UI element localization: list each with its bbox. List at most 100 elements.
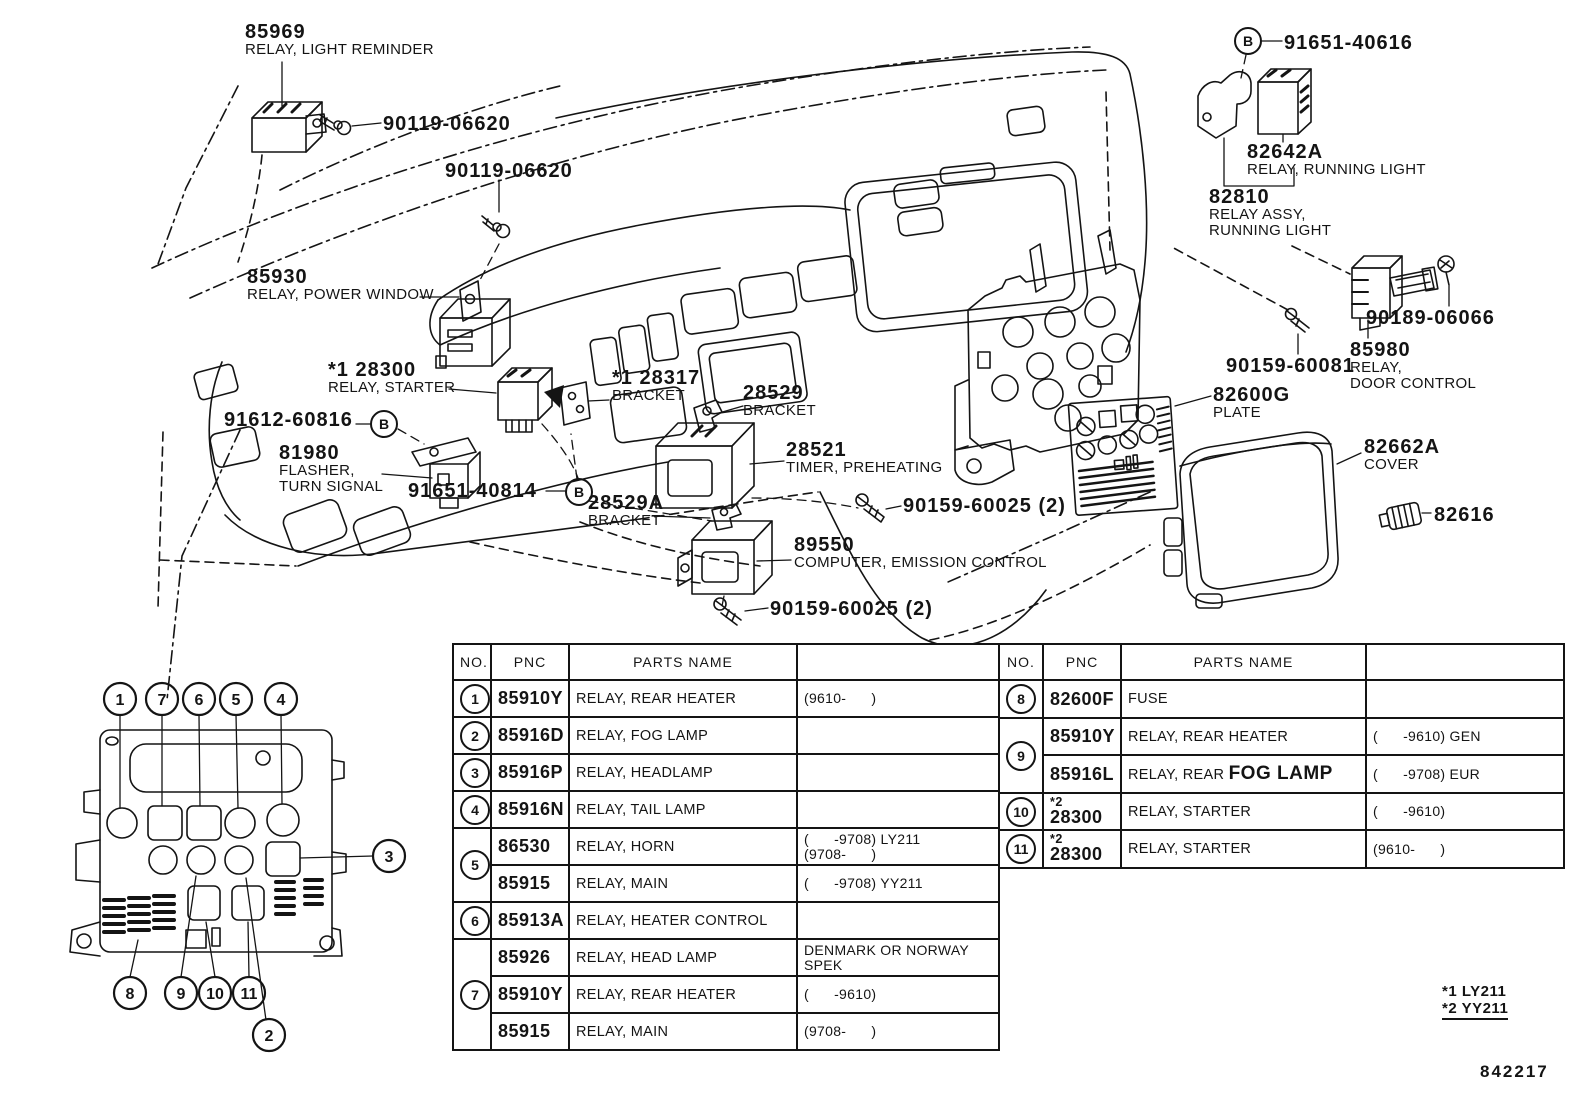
row-number-badge: 11 — [1006, 834, 1036, 864]
center-vents — [893, 179, 944, 237]
part-desc: RELAY, STARTER — [328, 379, 456, 396]
callout-90159-b: 90159-60025 (2) — [770, 598, 933, 620]
parts-table-left: NO. PNC PARTS NAME 1 85910Y RELAY, REAR … — [452, 643, 1000, 1051]
col-header-name: PARTS NAME — [568, 643, 798, 681]
fuse-callout-7: 7 — [158, 692, 167, 709]
remark-cell: ( -9610) — [796, 975, 1000, 1014]
fuse-callout-10: 10 — [206, 986, 224, 1003]
pnc-cell: 85916D — [490, 716, 570, 755]
col-header-remark — [1365, 643, 1565, 681]
pnc-cell: 85915 — [490, 864, 570, 903]
relay-28300 — [497, 367, 579, 479]
table-row: 7 85926 RELAY, HEAD LAMP DENMARK OR NORW… — [452, 938, 1000, 1051]
name-cell: RELAY, REAR FOG LAMP — [1120, 754, 1367, 794]
cover-82662a — [1163, 431, 1339, 609]
part-desc: TIMER, PREHEATING — [786, 459, 943, 476]
part-number: 28521 — [786, 439, 847, 461]
table-row: 2 85916D RELAY, FOG LAMP — [452, 716, 1000, 755]
callout-82600g: 82600G PLATE — [1213, 385, 1290, 421]
fuse-callout-3: 3 — [385, 849, 394, 866]
fuse-callout-6: 6 — [195, 692, 204, 709]
parts-table-right: NO. PNC PARTS NAME 8 82600F FUSE 9 85910… — [998, 643, 1565, 869]
part-number: 82662A — [1364, 436, 1441, 458]
pnc-cell: 85910Y — [490, 975, 570, 1014]
part-desc: COVER — [1364, 456, 1419, 473]
pnc-cell: 85926 — [490, 938, 570, 977]
callout-90159-c: 90159-60081 — [1226, 355, 1355, 377]
part-desc: RELAY, DOOR CONTROL — [1350, 359, 1477, 392]
pnc-cell: 85910Y — [1042, 717, 1122, 756]
part-desc: BRACKET — [612, 387, 685, 404]
relay-85980 — [1169, 245, 1439, 331]
callout-85930: 85930 RELAY, POWER WINDOW — [247, 267, 434, 303]
pnc-cell: 85916L — [1042, 754, 1122, 794]
name-cell: RELAY, MAIN — [568, 864, 798, 903]
remark-cell: ( -9708) YY211 — [796, 864, 1000, 903]
name-cell: RELAY, STARTER — [1120, 792, 1367, 831]
name-cell: RELAY, REAR HEATER — [568, 975, 798, 1014]
row-number-badge: 6 — [460, 905, 489, 936]
table-row: 4 85916N RELAY, TAIL LAMP — [452, 790, 1000, 829]
bracket-28317 — [544, 381, 591, 426]
page-code: 842217 — [1480, 1062, 1549, 1081]
row-number-badge: 4 — [460, 794, 489, 825]
fuse-callout-5: 5 — [232, 692, 241, 709]
callout-82642a: 82642A RELAY, RUNNING LIGHT — [1247, 142, 1426, 178]
screw-90189 — [1437, 255, 1455, 286]
remark-cell — [796, 753, 1000, 792]
junction-block — [947, 229, 1151, 583]
callout-90189: 90189-06066 — [1366, 307, 1495, 329]
name-cell: RELAY, FOG LAMP — [568, 716, 798, 755]
callout-91651-40616: 91651-40616 — [1284, 32, 1413, 54]
fuse-callout-1: 1 — [116, 692, 125, 709]
table-row: 6 85913A RELAY, HEATER CONTROL — [452, 901, 1000, 940]
flasher-81980 — [411, 437, 481, 509]
screw-90159-b — [713, 597, 742, 626]
remark-cell: (9610- ) — [1365, 829, 1565, 869]
row-number-badge: 9 — [1006, 740, 1036, 771]
pnc-cell: 86530 — [490, 827, 570, 866]
callout-28300: *1 28300 RELAY, STARTER — [328, 360, 455, 396]
table-row: 5 86530 RELAY, HORN ( -9708) LY211 (9708… — [452, 827, 1000, 903]
remark-cell — [796, 790, 1000, 829]
callout-91612: 91612-60816 — [224, 409, 353, 431]
fusebox-detail — [69, 681, 407, 1053]
table-row: 85915 RELAY, MAIN (9708- ) — [453, 1012, 1000, 1051]
name-cell: RELAY, HORN — [568, 827, 798, 866]
screw-90159-a — [855, 493, 885, 523]
fuse-callout-2: 2 — [265, 1028, 274, 1045]
callout-90119-b: 90119-06620 — [445, 160, 573, 182]
table-row: 3 85916P RELAY, HEADLAMP — [452, 753, 1000, 792]
plate-82600g — [1067, 395, 1179, 516]
part-number: 28529A — [588, 492, 665, 514]
remark-cell: ( -9610) GEN — [1365, 717, 1565, 756]
timer-28521 — [655, 422, 859, 509]
col-header-no: NO. — [998, 643, 1044, 681]
name-cell: RELAY, HEADLAMP — [568, 753, 798, 792]
callout-82810: 82810 RELAY ASSY, RUNNING LIGHT — [1209, 187, 1331, 238]
table-row: 85916L RELAY, REAR FOG LAMP ( -9708) EUR — [999, 754, 1565, 794]
fuse-callout-4: 4 — [277, 692, 286, 709]
remark-cell — [796, 716, 1000, 755]
callout-81980: 81980 FLASHER, TURN SIGNAL — [279, 443, 383, 494]
callout-28529: 28529 BRACKET — [743, 383, 816, 419]
part-number: 85980 — [1350, 339, 1411, 361]
callout-28521: 28521 TIMER, PREHEATING — [786, 440, 943, 476]
name-cell: RELAY, HEAD LAMP — [568, 938, 798, 977]
name-cell: RELAY, REAR HEATER — [568, 679, 798, 718]
callout-91651-40814: 91651-40814 — [408, 480, 537, 502]
computer-89550 — [677, 520, 773, 607]
part-number: *1 28317 — [612, 367, 701, 389]
name-cell: RELAY, TAIL LAMP — [568, 790, 798, 829]
part-number: 82810 — [1209, 186, 1270, 208]
row-number-badge: 3 — [460, 757, 489, 788]
table-row: 8 82600F FUSE — [998, 679, 1565, 719]
table-row: 9 85910Y RELAY, REAR HEATER ( -9610) GEN — [998, 717, 1565, 794]
callout-28529a: 28529A BRACKET — [588, 493, 664, 529]
footnote-2: *2 YY211 — [1442, 1001, 1509, 1020]
part-desc: RELAY, POWER WINDOW — [247, 286, 434, 303]
callout-90119-a: 90119-06620 — [383, 113, 511, 135]
